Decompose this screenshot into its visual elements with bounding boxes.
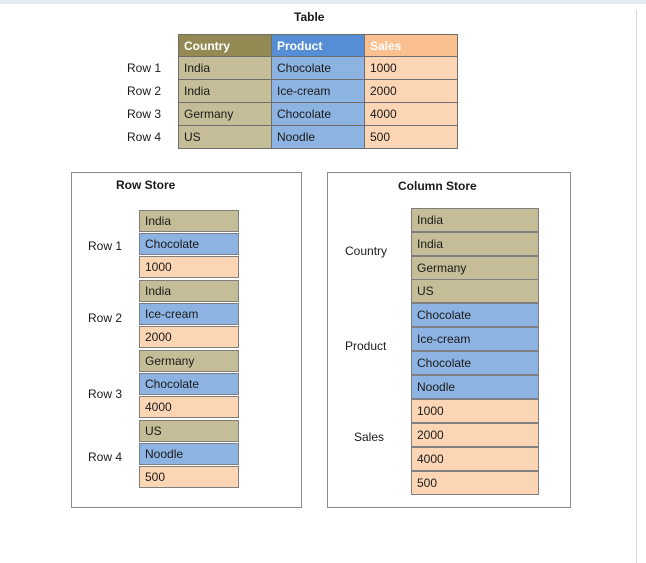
table-row: Germany Chocolate 4000: [178, 102, 458, 126]
table-row-label: Row 2: [127, 84, 162, 98]
column-store-cell: 1000: [411, 399, 539, 423]
table-cell: Ice-cream: [271, 79, 365, 103]
column-store-cell: 4000: [411, 447, 539, 471]
row-store-cell: Ice-cream: [139, 303, 239, 325]
header-sales: Sales: [364, 34, 458, 57]
row-store-stack: India Chocolate 1000 India Ice-cream 200…: [139, 210, 244, 492]
table-row-label: Row 3: [127, 107, 162, 121]
column-store-cell: India: [411, 232, 539, 256]
row-store-row-label: Row 3: [88, 387, 123, 401]
row-store-cell: India: [139, 280, 239, 302]
row-store-cell: 1000: [139, 256, 239, 278]
table-cell: US: [178, 125, 272, 149]
top-bar: [0, 0, 646, 4]
column-store-group-label: Product: [345, 339, 387, 353]
column-store-cell: Noodle: [411, 375, 539, 399]
column-store-cell: Germany: [411, 256, 539, 280]
column-store-stack: India India Germany US Chocolate Ice-cre…: [411, 208, 543, 498]
table-row: India Ice-cream 2000: [178, 79, 458, 103]
column-store-cell: US: [411, 279, 539, 303]
column-store-cell: 500: [411, 471, 539, 495]
table-cell: India: [178, 56, 272, 80]
header-product: Product: [271, 34, 365, 57]
column-store-cell: Chocolate: [411, 351, 539, 375]
column-store-panel: Column Store Country Product Sales India…: [327, 172, 571, 508]
row-store-row-label: Row 2: [88, 311, 123, 325]
table-cell: Germany: [178, 102, 272, 126]
row-store-panel: Row Store Row 1 Row 2 Row 3 Row 4 India …: [71, 172, 302, 508]
row-store-cell: Germany: [139, 350, 239, 372]
row-store-row-label: Row 4: [88, 450, 123, 464]
source-table: Country Product Sales India Chocolate 10…: [178, 34, 458, 149]
column-store-cell: Ice-cream: [411, 327, 539, 351]
table-row-label: Row 4: [127, 130, 162, 144]
row-store-cell: Noodle: [139, 443, 239, 465]
column-store-cell: Chocolate: [411, 303, 539, 327]
table-row-label: Row 1: [127, 61, 162, 75]
column-store-cell: 2000: [411, 423, 539, 447]
right-divider: [636, 10, 637, 563]
column-store-title: Column Store: [398, 179, 477, 193]
column-store-cell: India: [411, 208, 539, 232]
table-cell: Noodle: [271, 125, 365, 149]
row-store-cell: 500: [139, 466, 239, 488]
row-store-title: Row Store: [116, 178, 176, 192]
table-cell: India: [178, 79, 272, 103]
table-cell: 2000: [364, 79, 458, 103]
row-store-cell: 2000: [139, 326, 239, 348]
table-cell: 1000: [364, 56, 458, 80]
column-store-group-label: Country: [345, 244, 388, 258]
table-title: Table: [294, 10, 325, 24]
row-store-cell: 4000: [139, 396, 239, 418]
row-store-cell: US: [139, 420, 239, 442]
table-cell: Chocolate: [271, 56, 365, 80]
table-cell: 4000: [364, 102, 458, 126]
header-country: Country: [178, 34, 272, 57]
table-row: US Noodle 500: [178, 125, 458, 149]
row-store-cell: Chocolate: [139, 233, 239, 255]
row-store-row-label: Row 1: [88, 239, 123, 253]
column-store-group-label: Sales: [354, 430, 385, 444]
table-header-row: Country Product Sales: [178, 34, 458, 57]
table-row: India Chocolate 1000: [178, 56, 458, 80]
row-store-cell: India: [139, 210, 239, 232]
table-cell: 500: [364, 125, 458, 149]
row-store-cell: Chocolate: [139, 373, 239, 395]
table-cell: Chocolate: [271, 102, 365, 126]
